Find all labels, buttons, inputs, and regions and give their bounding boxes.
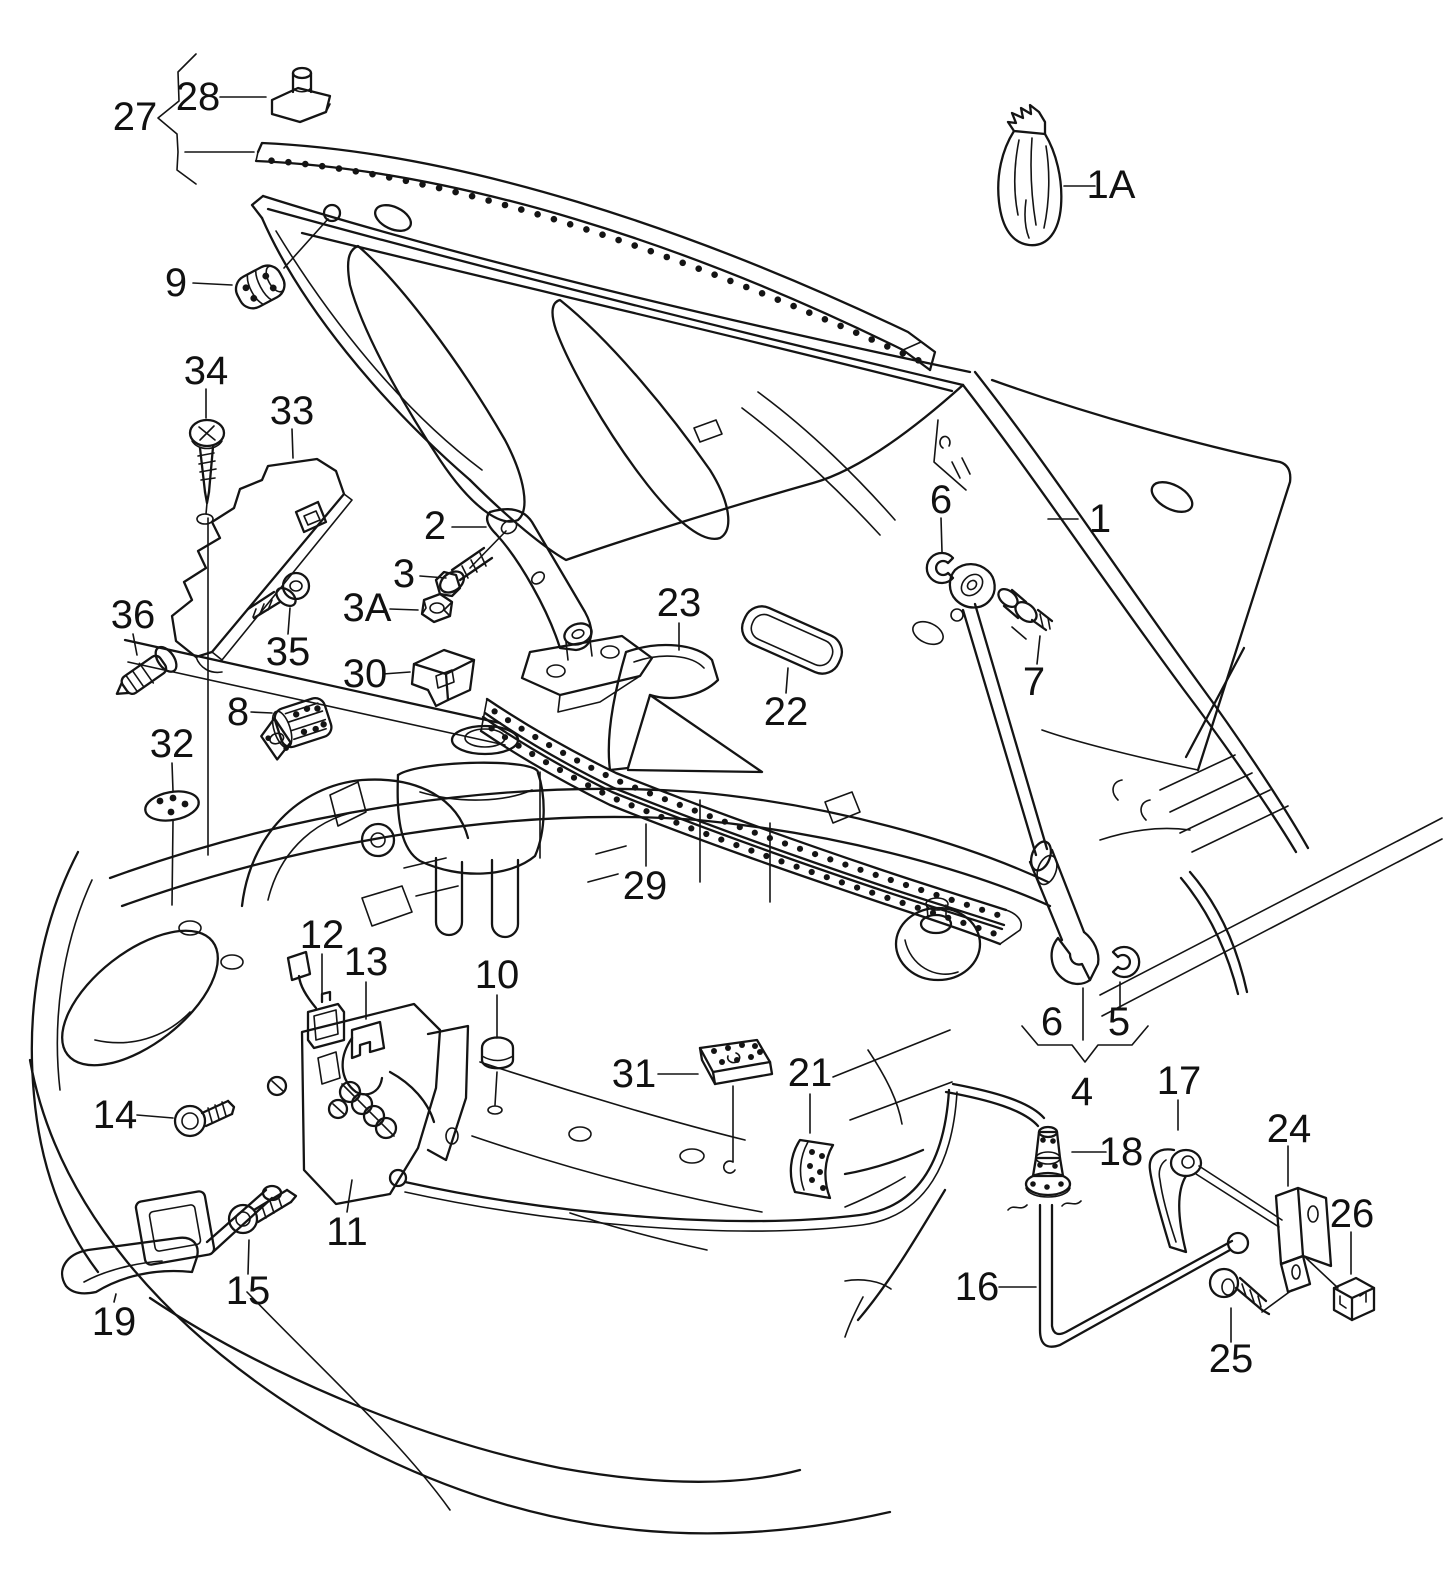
callout-9[interactable]: 9 bbox=[165, 261, 187, 305]
callout-2[interactable]: 2 bbox=[424, 504, 446, 548]
callout-27-brace bbox=[157, 53, 255, 185]
windscreen bbox=[990, 378, 1292, 841]
part-29-seal-strip bbox=[403, 697, 1022, 946]
callout-14[interactable]: 14 bbox=[93, 1093, 138, 1137]
part-4-gas-strut bbox=[948, 562, 1100, 1041]
callout-26[interactable]: 26 bbox=[1330, 1192, 1375, 1236]
callout-21[interactable]: 21 bbox=[788, 1051, 833, 1095]
callout-6[interactable]: 6 bbox=[1041, 1000, 1063, 1044]
part-36-plug bbox=[115, 633, 178, 696]
seal-strip-holes bbox=[268, 157, 922, 364]
callout-7[interactable]: 7 bbox=[1023, 660, 1045, 704]
part-19-release-handle bbox=[60, 1184, 283, 1303]
callout-25[interactable]: 25 bbox=[1209, 1337, 1254, 1381]
part-15-screw bbox=[227, 1188, 298, 1275]
part-35-screw bbox=[246, 571, 311, 635]
part-5-clip-bottom bbox=[1111, 945, 1141, 1009]
coolant-tank bbox=[894, 897, 982, 982]
part-9-plug bbox=[192, 203, 342, 310]
right-fender bbox=[1099, 817, 1443, 1017]
callout-30[interactable]: 30 bbox=[343, 652, 388, 696]
seal-strip-holes bbox=[488, 725, 997, 937]
callout-5[interactable]: 5 bbox=[1108, 1000, 1130, 1044]
part-26-clip bbox=[1332, 1231, 1376, 1322]
part-7-ball-stud bbox=[997, 587, 1054, 665]
part-3-bolt bbox=[419, 546, 494, 598]
callout-29[interactable]: 29 bbox=[623, 864, 668, 908]
part-13-clip bbox=[350, 981, 386, 1060]
callout-4[interactable]: 4 bbox=[1071, 1070, 1093, 1114]
callout-28[interactable]: 28 bbox=[176, 75, 221, 119]
part-27-seal-strip bbox=[254, 141, 937, 372]
callout-10[interactable]: 10 bbox=[475, 953, 520, 997]
part-8-grommet bbox=[250, 697, 333, 761]
part-16-release-cable bbox=[403, 1082, 1250, 1348]
engine-bay bbox=[108, 517, 1052, 1251]
part-12-switch bbox=[286, 950, 346, 1050]
callout-24[interactable]: 24 bbox=[1267, 1107, 1312, 1151]
diagram-artwork bbox=[28, 53, 1443, 1535]
reservoir bbox=[396, 724, 545, 939]
part-23-deflector bbox=[607, 622, 764, 774]
callout-35[interactable]: 35 bbox=[266, 630, 311, 674]
part-34-screw bbox=[188, 388, 226, 525]
part-2-hinge bbox=[451, 508, 654, 713]
callout-23[interactable]: 23 bbox=[657, 581, 702, 625]
callout-13[interactable]: 13 bbox=[344, 940, 389, 984]
part-33-bracket bbox=[170, 428, 353, 674]
callout-17[interactable]: 17 bbox=[1157, 1059, 1202, 1103]
part-28-stud bbox=[219, 66, 332, 124]
part-32-washer bbox=[144, 762, 200, 906]
part-24-bracket bbox=[1274, 1145, 1339, 1294]
part-11-lock bbox=[266, 1002, 470, 1213]
part-17-lever bbox=[1148, 1099, 1283, 1254]
part-25-screw bbox=[1208, 1267, 1293, 1343]
part-31-pad bbox=[657, 1038, 774, 1174]
callout-31[interactable]: 31 bbox=[612, 1052, 657, 1096]
callout-15[interactable]: 15 bbox=[226, 1269, 271, 1313]
callout-11[interactable]: 11 bbox=[326, 1210, 368, 1254]
part-6-clip-top bbox=[925, 517, 955, 585]
callout-19[interactable]: 19 bbox=[92, 1300, 137, 1344]
part-10-buffer bbox=[480, 994, 515, 1115]
callout-18[interactable]: 18 bbox=[1099, 1130, 1144, 1174]
callout-3[interactable]: 3 bbox=[393, 552, 415, 596]
part-1-bonnet bbox=[250, 194, 1310, 854]
callout-1[interactable]: 1 bbox=[1089, 497, 1111, 541]
callout-4-brace bbox=[1021, 1025, 1149, 1063]
callout-36[interactable]: 36 bbox=[111, 593, 156, 637]
callout-3A[interactable]: 3A bbox=[343, 586, 392, 630]
part-3a-nut bbox=[389, 592, 454, 624]
callout-32[interactable]: 32 bbox=[150, 722, 195, 766]
front-body bbox=[28, 850, 947, 1535]
callout-33[interactable]: 33 bbox=[270, 389, 315, 433]
callout-27[interactable]: 27 bbox=[113, 95, 158, 139]
callout-16[interactable]: 16 bbox=[955, 1265, 1000, 1309]
part-18-grommet bbox=[1007, 1125, 1107, 1211]
callout-34[interactable]: 34 bbox=[184, 349, 229, 393]
seal-strip-holes bbox=[491, 708, 1001, 918]
part-1a-bag bbox=[997, 103, 1096, 247]
part-14-screw bbox=[136, 1099, 236, 1138]
callout-8[interactable]: 8 bbox=[227, 690, 249, 734]
part-30-bracket bbox=[382, 648, 476, 708]
callout-6[interactable]: 6 bbox=[930, 478, 952, 522]
part-22-pad bbox=[740, 605, 844, 694]
callout-22[interactable]: 22 bbox=[764, 690, 809, 734]
callout-12[interactable]: 12 bbox=[300, 913, 345, 957]
callout-1A[interactable]: 1A bbox=[1087, 163, 1136, 207]
part-21-clip bbox=[789, 1093, 835, 1200]
